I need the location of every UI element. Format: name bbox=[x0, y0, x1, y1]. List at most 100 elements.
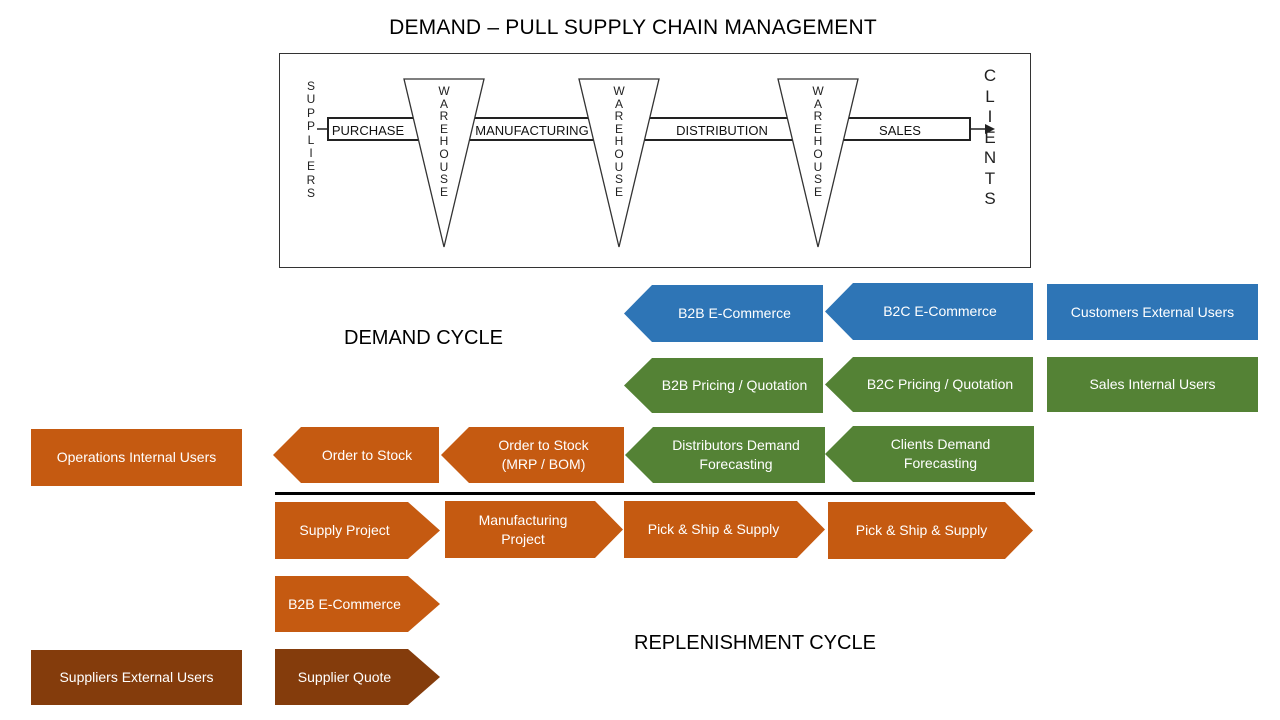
order-to-stock-mrp-line1: Order to Stock bbox=[498, 437, 589, 453]
suppliers-letter: E bbox=[306, 159, 315, 174]
supply-project: Supply Project bbox=[275, 502, 440, 559]
order-to-stock: Order to Stock bbox=[273, 427, 439, 483]
sales-internal-users-label: Sales Internal Users bbox=[1089, 376, 1216, 392]
warehouse-letter: U bbox=[439, 159, 449, 174]
manufacturing-project-line2: Project bbox=[501, 530, 545, 547]
cycle-divider bbox=[275, 492, 1035, 495]
warehouse-letter: H bbox=[813, 134, 823, 149]
suppliers-label: S U P P L I E R S bbox=[304, 79, 318, 201]
warehouse-letter: A bbox=[439, 96, 448, 111]
warehouse-letter: R bbox=[439, 109, 449, 124]
clients-letter: S bbox=[984, 189, 996, 208]
suppliers-letter: L bbox=[307, 132, 315, 147]
clients-letter: N bbox=[983, 148, 997, 167]
warehouse-letter: A bbox=[614, 96, 623, 111]
suppliers-letter: U bbox=[306, 92, 316, 107]
replenishment-b2b-ecommerce-label: B2B E-Commerce bbox=[288, 595, 401, 612]
stage-distribution: DISTRIBUTION bbox=[676, 123, 768, 138]
page-title: DEMAND – PULL SUPPLY CHAIN MANAGEMENT bbox=[389, 16, 877, 39]
clients-letter: E bbox=[984, 127, 996, 147]
order-to-stock-mrp-bom: Order to Stock (MRP / BOM) bbox=[441, 427, 624, 483]
order-to-stock-mrp-bom-label: Order to Stock (MRP / BOM) bbox=[498, 436, 588, 474]
distributors-demand-forecasting: Distributors Demand Forecasting bbox=[625, 427, 825, 483]
clients-demand-forecasting-label: Clients Demand Forecasting bbox=[891, 435, 991, 473]
warehouse-letter: S bbox=[439, 172, 448, 187]
warehouse-letter: E bbox=[614, 184, 623, 199]
warehouse-label-2: W A R E H O U S E bbox=[612, 85, 626, 198]
warehouse-label-1: W A R E H O U S E bbox=[437, 85, 451, 198]
clients-letter: L bbox=[985, 86, 995, 106]
pick-ship-supply-sales: Pick & Ship & Supply bbox=[828, 502, 1033, 559]
stage-purchase: PURCHASE bbox=[331, 123, 405, 138]
warehouse-letter: U bbox=[813, 159, 823, 174]
pick-ship-supply-distribution: Pick & Ship & Supply bbox=[624, 501, 825, 558]
customers-external-users: Customers External Users bbox=[1047, 284, 1258, 340]
clients-demand-forecasting: Clients Demand Forecasting bbox=[825, 426, 1034, 482]
pick-ship-supply-label: Pick & Ship & Supply bbox=[855, 522, 988, 538]
demand-b2c-pricing: B2C Pricing / Quotation bbox=[825, 357, 1033, 412]
warehouse-letter: H bbox=[614, 134, 624, 149]
replenishment-cycle-label: REPLENISHMENT CYCLE bbox=[634, 632, 876, 654]
process-flow-shapes bbox=[317, 78, 995, 248]
sales-internal-users: Sales Internal Users bbox=[1047, 357, 1258, 412]
distributors-demand-forecasting-label: Distributors Demand Forecasting bbox=[672, 436, 800, 474]
process-flow-diagram bbox=[279, 53, 1031, 268]
demand-b2b-ecommerce: B2B E-Commerce bbox=[624, 285, 823, 342]
warehouse-letter: E bbox=[439, 121, 448, 136]
clients-letter: T bbox=[984, 168, 996, 188]
suppliers-letter: I bbox=[309, 146, 313, 161]
suppliers-external-users-label: Suppliers External Users bbox=[59, 669, 214, 685]
warehouse-letter: H bbox=[439, 134, 449, 149]
warehouse-letter: R bbox=[813, 109, 823, 124]
warehouse-triangle-2 bbox=[578, 78, 660, 248]
suppliers-letter: S bbox=[306, 186, 315, 201]
warehouse-letter: E bbox=[614, 121, 623, 136]
demand-b2c-ecommerce: B2C E-Commerce bbox=[825, 283, 1033, 340]
demand-b2b-pricing: B2B Pricing / Quotation bbox=[624, 358, 823, 413]
stage-manufacturing: MANUFACTURING bbox=[475, 123, 589, 138]
warehouse-letter: W bbox=[812, 84, 824, 98]
clients-forecast-line1: Clients Demand bbox=[890, 436, 991, 452]
suppliers-letter: P bbox=[306, 119, 315, 134]
manufacturing-project-line1: Manufacturing bbox=[478, 511, 568, 528]
warehouse-letter: A bbox=[813, 96, 822, 111]
clients-letter: C bbox=[983, 66, 997, 85]
clients-forecast-line2: Forecasting bbox=[903, 455, 978, 471]
demand-b2b-ecommerce-label: B2B E-Commerce bbox=[678, 305, 791, 321]
warehouse-letter: O bbox=[813, 146, 823, 161]
replenishment-b2b-ecommerce: B2B E-Commerce bbox=[275, 576, 440, 632]
warehouse-letter: O bbox=[439, 146, 449, 161]
suppliers-external-users: Suppliers External Users bbox=[31, 650, 242, 705]
warehouse-letter: E bbox=[813, 121, 822, 136]
warehouse-letter: S bbox=[614, 172, 623, 187]
warehouse-triangle-1 bbox=[403, 78, 485, 248]
manufacturing-project: Manufacturing Project bbox=[445, 501, 623, 558]
suppliers-letter: P bbox=[306, 105, 315, 120]
order-to-stock-mrp-line2: (MRP / BOM) bbox=[501, 456, 586, 472]
operations-internal-users-label: Operations Internal Users bbox=[56, 449, 217, 465]
warehouse-letter: W bbox=[438, 84, 450, 98]
supplier-quote: Supplier Quote bbox=[275, 649, 440, 705]
demand-b2c-ecommerce-label: B2C E-Commerce bbox=[883, 303, 997, 319]
order-to-stock-label: Order to Stock bbox=[321, 446, 413, 463]
suppliers-letter: R bbox=[306, 172, 316, 187]
demand-cycle-label: DEMAND CYCLE bbox=[344, 327, 503, 349]
manufacturing-project-label: Manufacturing Project bbox=[479, 511, 568, 549]
operations-internal-users: Operations Internal Users bbox=[31, 429, 242, 486]
stage-sales: SALES bbox=[879, 123, 921, 138]
supply-project-label: Supply Project bbox=[299, 522, 390, 538]
demand-b2b-pricing-label: B2B Pricing / Quotation bbox=[661, 377, 808, 393]
warehouse-letter: O bbox=[614, 146, 624, 161]
warehouse-triangle-3 bbox=[777, 78, 859, 248]
warehouse-letter: E bbox=[813, 184, 822, 199]
warehouse-letter: E bbox=[439, 184, 448, 199]
distributors-forecast-line2: Forecasting bbox=[699, 456, 773, 472]
customers-external-users-label: Customers External Users bbox=[1070, 303, 1235, 320]
clients-arrowhead bbox=[985, 124, 995, 134]
warehouse-label-3: W A R E H O U S E bbox=[811, 85, 825, 198]
pick-ship-supply-label: Pick & Ship & Supply bbox=[647, 521, 780, 537]
clients-letter: I bbox=[987, 107, 993, 126]
warehouse-letter: U bbox=[614, 159, 624, 174]
clients-label: C L I E N T S bbox=[981, 66, 999, 210]
warehouse-letter: W bbox=[613, 84, 625, 98]
